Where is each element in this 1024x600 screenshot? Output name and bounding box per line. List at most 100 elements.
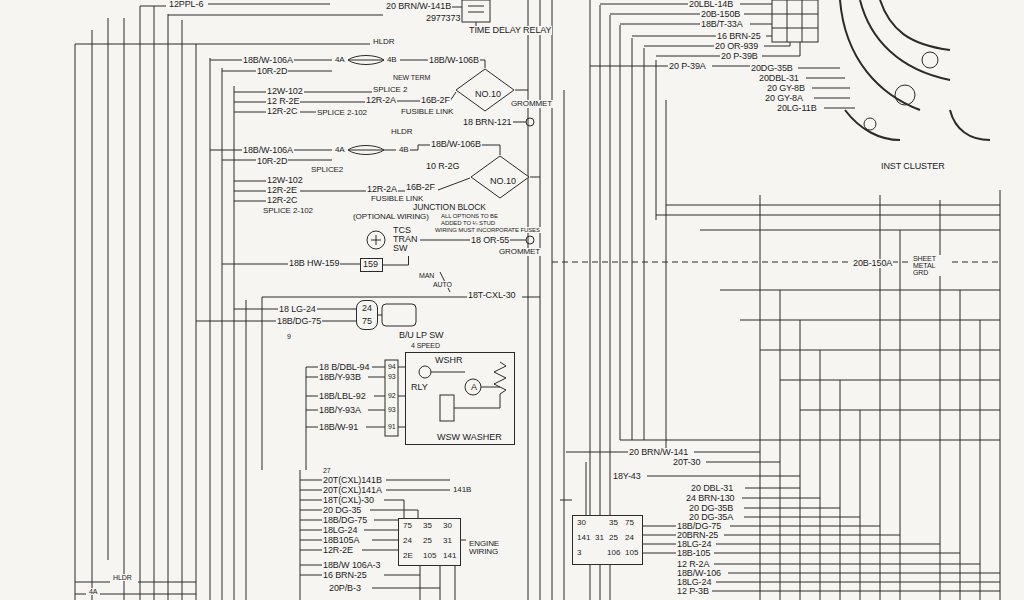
component-label: GROMMET xyxy=(498,248,541,256)
wire-label: 20 DBL-31 xyxy=(690,484,734,493)
junction-block: NO.10 xyxy=(455,68,515,112)
wire-label: 20T(CXL)141A xyxy=(322,486,383,495)
wire-label: 20 GY-8B xyxy=(766,84,806,93)
wire-label: 18B/Y-93B xyxy=(318,373,362,382)
wire-label: 12W-102 xyxy=(266,176,304,185)
wire-label: 12R-2A xyxy=(366,185,398,194)
connector-label: 159 xyxy=(362,260,379,269)
wire-label: 20T(CXL)141B xyxy=(322,476,383,485)
relay-coil xyxy=(440,395,454,421)
pin-number: 141 xyxy=(442,552,457,560)
wire-label: 18B/T-33A xyxy=(700,20,744,29)
wire-grid xyxy=(620,190,1000,600)
component-label: ENGINE WIRING xyxy=(468,540,510,556)
wire-label: 20 BRN/W-141B xyxy=(385,2,452,11)
pin-number: 105 xyxy=(422,552,437,560)
note-label: (OPTIONAL WIRING) xyxy=(352,213,430,221)
terminal-label: 4A xyxy=(334,146,346,154)
pin-number: 25 xyxy=(422,537,433,545)
pin-number: 35 xyxy=(608,519,619,527)
wire-label: 18 OR-55 xyxy=(470,236,510,245)
component-label: A xyxy=(470,383,478,392)
relay-body xyxy=(462,0,490,22)
harness-connector: 3035751413125243106105 xyxy=(572,515,643,565)
wire-label: 18B/W 106A-3 xyxy=(322,561,381,570)
wire-run xyxy=(306,367,405,470)
wire-label: 18B/W-106B xyxy=(430,140,482,149)
wire-label: 18B/DG-75 xyxy=(322,516,368,525)
terminal-label: 4A xyxy=(334,56,346,64)
wire-label: 18LG-24 xyxy=(676,540,712,549)
instrument-cluster xyxy=(840,0,990,140)
wire-label: 12 R-2E xyxy=(266,97,300,106)
wire-label: 18Y-43 xyxy=(612,472,642,481)
note-label: 4 SPEED xyxy=(410,342,441,349)
pin-number: 30 xyxy=(576,519,587,527)
pin-number: 30 xyxy=(442,522,453,530)
wire-run xyxy=(75,470,466,600)
junction-outline xyxy=(471,156,529,198)
instrument-cluster xyxy=(864,118,876,130)
component-label: WSW WASHER xyxy=(436,433,503,442)
terminal-label: 4A xyxy=(88,588,98,595)
switch-symbol xyxy=(371,235,381,245)
callout-number: 9 xyxy=(286,333,292,340)
component-label: B/U LP SW xyxy=(398,331,444,340)
pin-number: 75 xyxy=(624,519,635,527)
pin-number: 92 xyxy=(387,392,397,399)
switch-position: AUTO xyxy=(432,281,453,288)
switch-symbol xyxy=(367,231,385,249)
pin-number: 94 xyxy=(387,363,397,370)
wire-label: 20LG-11B xyxy=(776,104,818,113)
wire-bundle xyxy=(75,6,262,600)
connector-label: 141B xyxy=(452,486,472,494)
pin-number: 3 xyxy=(576,549,582,557)
wire-label: 10 R-2G xyxy=(425,162,460,171)
wire-label: 24 BRN-130 xyxy=(685,494,736,503)
pin-number: 24 xyxy=(361,304,373,313)
component-label: FUSIBLE LINK xyxy=(400,108,454,116)
wire-label: 18B-105 xyxy=(676,549,711,558)
motor-symbol xyxy=(419,366,431,378)
switch-connector: 2475 xyxy=(356,300,378,330)
wire-label: 20 DG-35 xyxy=(322,506,362,515)
wire-label: 16 BRN-25 xyxy=(322,571,368,580)
wire-label: 20LBL-14B xyxy=(688,0,734,9)
pin-number: 93 xyxy=(387,406,397,413)
connector-block: 159 xyxy=(360,258,383,272)
wire-label: 16B-2F xyxy=(405,183,436,192)
note-label: WIRING MUST INCORPORATE FUSES xyxy=(434,227,541,233)
component-label: HLDR xyxy=(112,574,133,581)
splice-label: SPLICE 2-102 xyxy=(262,207,314,215)
wire-label: 18B/W-106 xyxy=(676,569,722,578)
wire-label: 18LG-24 xyxy=(676,578,712,587)
wire-label: 20 P-39A xyxy=(668,62,707,71)
wire-label: 18LG-24 xyxy=(322,526,358,535)
component-label: JUNCTION BLOCK xyxy=(412,203,487,212)
component-label: GROMMET xyxy=(510,100,553,108)
wire-label: 12 R-2A xyxy=(676,560,710,569)
wire-label: 18B/DG-75 xyxy=(276,317,322,326)
terminal-label: 4B xyxy=(386,56,398,64)
instrument-cluster xyxy=(922,52,938,68)
callout-number: 27 xyxy=(322,467,332,474)
wire-label: 20DBL-31 xyxy=(758,74,800,83)
wire-label: 10R-2D xyxy=(256,67,288,76)
pin-number: 31 xyxy=(442,537,453,545)
switch-body xyxy=(382,304,416,326)
wire-label: 18B/DG-75 xyxy=(676,522,722,531)
splice-label: SPLICE 2-102 xyxy=(316,109,368,117)
wire-connector xyxy=(383,256,409,265)
component-label: HLDR xyxy=(372,38,395,46)
wire-label: 20B-150B xyxy=(700,10,741,19)
switch-component: TCS TRAN SW xyxy=(392,226,425,256)
pin-number: 106 xyxy=(606,549,621,557)
relay-contacts xyxy=(468,6,484,26)
component-label: HLDR xyxy=(390,128,413,136)
grommet xyxy=(526,118,534,126)
wire-label: 18B105A xyxy=(322,536,360,545)
wire-label: 20 P-39B xyxy=(720,52,759,61)
wire-label: 20 DG-35A xyxy=(688,513,734,522)
note-label: ALL OPTIONS TO BE xyxy=(440,213,499,219)
